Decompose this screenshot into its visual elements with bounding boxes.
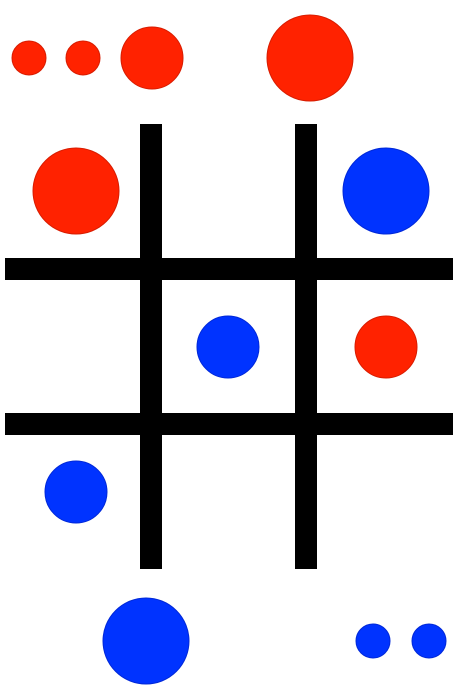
board-cell-r2-c1[interactable] [5, 280, 140, 413]
tic-tac-toe-grid [5, 124, 453, 569]
blue-piece-r1-c3[interactable] [342, 147, 430, 235]
blue-reserve-small-piece-1[interactable] [355, 623, 391, 659]
red-reserve-small-piece-1[interactable] [11, 40, 47, 76]
red-piece-r1-c1[interactable] [32, 147, 120, 235]
grid-line-vertical-right [295, 124, 317, 569]
blue-reserve-large-piece-1[interactable] [102, 597, 190, 685]
red-reserve-small-piece-2[interactable] [65, 40, 101, 76]
grid-line-horizontal-top [5, 258, 453, 280]
board-cells [5, 124, 453, 569]
red-reserve-large-piece-1[interactable] [266, 14, 354, 102]
blue-piece-r2-c2[interactable] [196, 315, 260, 379]
board-cell-r3-c2[interactable] [162, 435, 295, 569]
blue-reserve [102, 597, 447, 685]
blue-reserve-small-piece-2[interactable] [411, 623, 447, 659]
board-cell-r3-c3[interactable] [317, 435, 453, 569]
grid-line-vertical-left [140, 124, 162, 569]
red-reserve-medium-piece-1[interactable] [120, 26, 184, 90]
red-reserve [11, 14, 354, 102]
blue-piece-r3-c1[interactable] [44, 460, 108, 524]
red-piece-r2-c3[interactable] [354, 315, 418, 379]
board-cell-r1-c2[interactable] [162, 124, 295, 258]
grid-line-horizontal-bottom [5, 413, 453, 435]
